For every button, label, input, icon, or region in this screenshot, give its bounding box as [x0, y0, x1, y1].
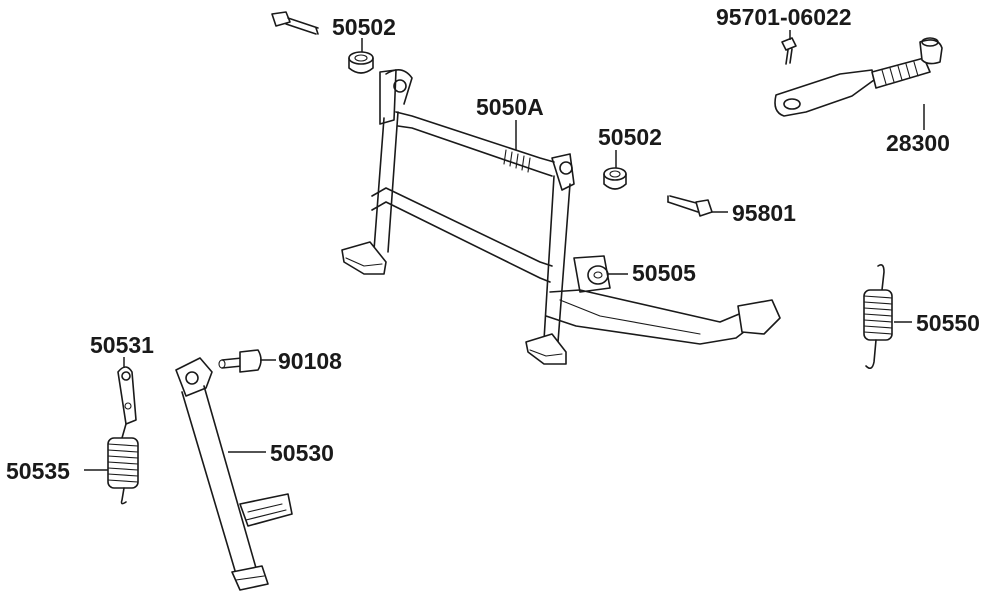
leader-lines — [84, 30, 925, 471]
spring-50535 — [107, 423, 139, 505]
part-label-95801: 95801 — [732, 200, 796, 226]
kick-lever — [774, 37, 943, 117]
part-label-50505: 50505 — [632, 260, 696, 286]
part-label-50550: 50550 — [916, 310, 980, 336]
bolt-top — [271, 11, 319, 35]
part-label-50502-top: 50502 — [332, 14, 396, 40]
part-label-50502-mid: 50502 — [598, 124, 662, 150]
side-stand — [175, 357, 293, 591]
part-label-95701-06022: 95701-06022 — [716, 4, 852, 30]
collar-mid — [603, 167, 627, 190]
spring-50550 — [863, 264, 893, 370]
bolt-95801 — [667, 195, 713, 217]
bracket-50531 — [117, 366, 137, 425]
part-label-90108: 90108 — [278, 348, 342, 374]
part-label-50530: 50530 — [270, 440, 334, 466]
bolt-90108 — [218, 349, 262, 373]
part-label-50535: 50535 — [6, 458, 70, 484]
main-stand — [341, 69, 781, 365]
collar-top — [348, 51, 374, 74]
part-label-5050A: 5050A — [476, 94, 544, 120]
part-label-28300: 28300 — [886, 130, 950, 156]
screw-small — [781, 37, 797, 65]
part-label-50531: 50531 — [90, 332, 154, 358]
